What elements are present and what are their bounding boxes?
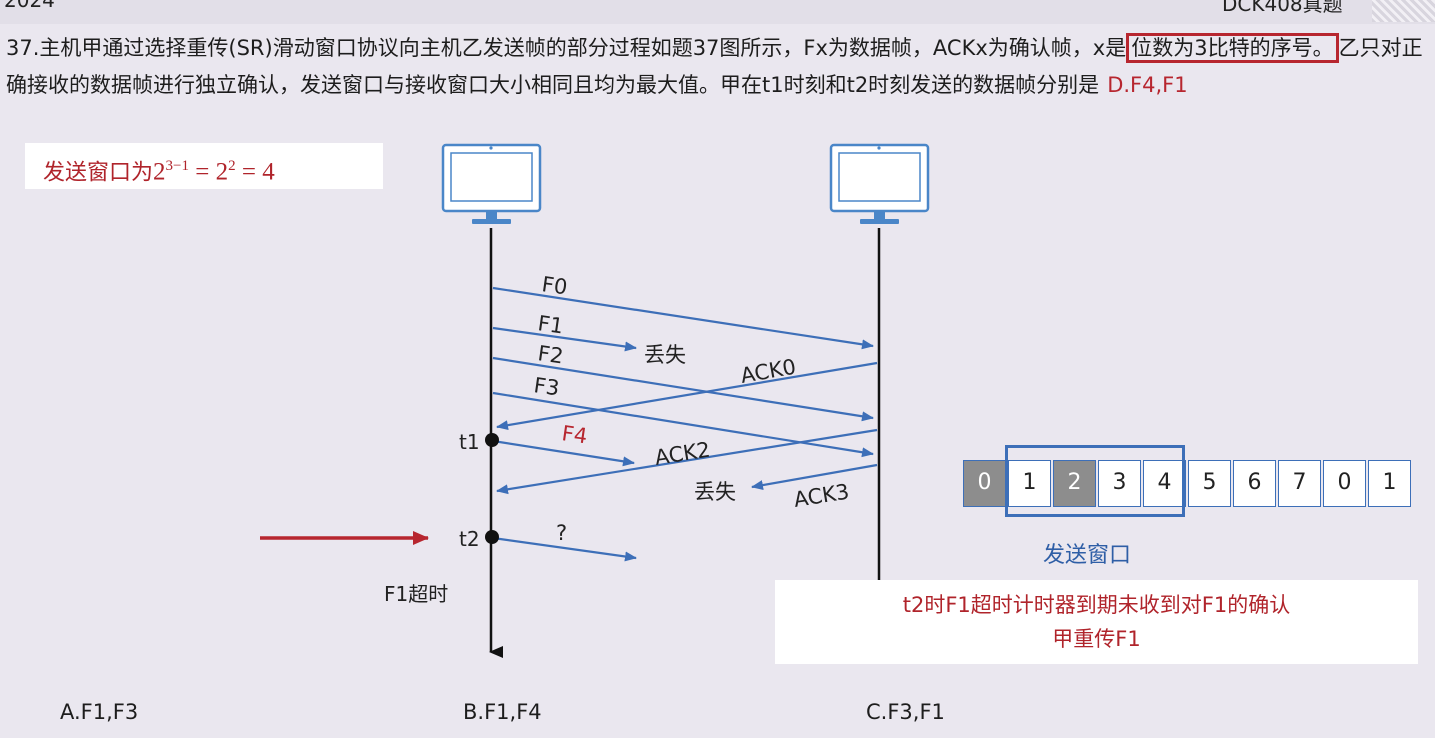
send-window-frame xyxy=(1005,445,1185,517)
label-f1-timeout: F1超时 xyxy=(384,582,448,606)
label-lost-ack3: 丢失 xyxy=(694,480,736,504)
label-f3: F3 xyxy=(532,373,561,400)
question-text: 37.主机甲通过选择重传(SR)滑动窗口协议向主机乙发送帧的部分过程如题37图所… xyxy=(6,30,1431,104)
ack3-arrow xyxy=(751,463,878,491)
seq-cell: 5 xyxy=(1188,460,1231,507)
frame-f3-arrow xyxy=(492,391,874,458)
corner-decoration xyxy=(1372,0,1435,22)
frame-retransmit-arrow xyxy=(492,536,637,562)
host-b-monitor-icon xyxy=(829,143,930,224)
option-b: B.F1,F4 xyxy=(463,700,542,724)
label-t2: t2 xyxy=(459,527,480,551)
retransmit-note-line2: 甲重传F1 xyxy=(1052,627,1141,651)
option-a: A.F1,F3 xyxy=(60,700,139,724)
header-left-text: 2024 xyxy=(4,0,55,12)
seq-cell: 3 xyxy=(1098,460,1141,507)
t1-dot xyxy=(485,433,499,447)
frame-f2-arrow xyxy=(492,356,874,422)
ack2-arrow xyxy=(496,428,878,495)
label-ack0: ACK0 xyxy=(739,355,798,388)
question-part2: 乙只对正确接收的数据帧进行独立确认，发送窗口与接收窗口大小相同且均为最大值。甲在… xyxy=(6,36,1423,97)
label-f2: F2 xyxy=(536,341,565,368)
seq-cell: 1 xyxy=(1008,460,1051,507)
header-right-text: DCK408真题 xyxy=(1222,0,1343,16)
question-highlight: 位数为3比特的序号。 xyxy=(1126,33,1339,63)
frame-f4-arrow xyxy=(492,439,635,467)
seq-cell: 6 xyxy=(1233,460,1276,507)
top-strip xyxy=(0,0,1435,24)
label-f4: F4 xyxy=(560,421,589,448)
label-ack2: ACK2 xyxy=(653,438,712,470)
seq-cell: 1 xyxy=(1368,460,1411,507)
question-part1: 37.主机甲通过选择重传(SR)滑动窗口协议向主机乙发送帧的部分过程如题37图所… xyxy=(6,36,1127,60)
seq-cell: 0 xyxy=(963,460,1006,507)
seq-cell: 2 xyxy=(1053,460,1096,507)
seq-cell: 7 xyxy=(1278,460,1321,507)
label-question-mark: ? xyxy=(556,521,567,545)
label-t1: t1 xyxy=(459,430,480,454)
host-a-monitor-icon xyxy=(441,143,542,224)
send-window-label: 发送窗口 xyxy=(1043,543,1132,568)
question-answer: D.F4,F1 xyxy=(1107,73,1188,97)
label-ack3: ACK3 xyxy=(792,480,851,512)
label-f0: F0 xyxy=(540,272,569,299)
label-lost-f1: 丢失 xyxy=(644,343,686,367)
ack0-arrow xyxy=(496,361,878,431)
seq-cell: 0 xyxy=(1323,460,1366,507)
retransmit-note-line1: t2时F1超时计时器到期未收到对F1的确认 xyxy=(902,593,1291,617)
window-size-note: 发送窗口为23−1 = 22 = 4 xyxy=(25,143,383,189)
seq-cell: 4 xyxy=(1143,460,1186,507)
label-f1: F1 xyxy=(536,311,565,338)
option-c: C.F3,F1 xyxy=(866,700,945,724)
frame-f1-arrow xyxy=(492,326,637,352)
frame-f0-arrow xyxy=(492,286,874,350)
t2-dot xyxy=(485,530,499,544)
retransmit-note: t2时F1超时计时器到期未收到对F1的确认 甲重传F1 xyxy=(775,580,1418,664)
